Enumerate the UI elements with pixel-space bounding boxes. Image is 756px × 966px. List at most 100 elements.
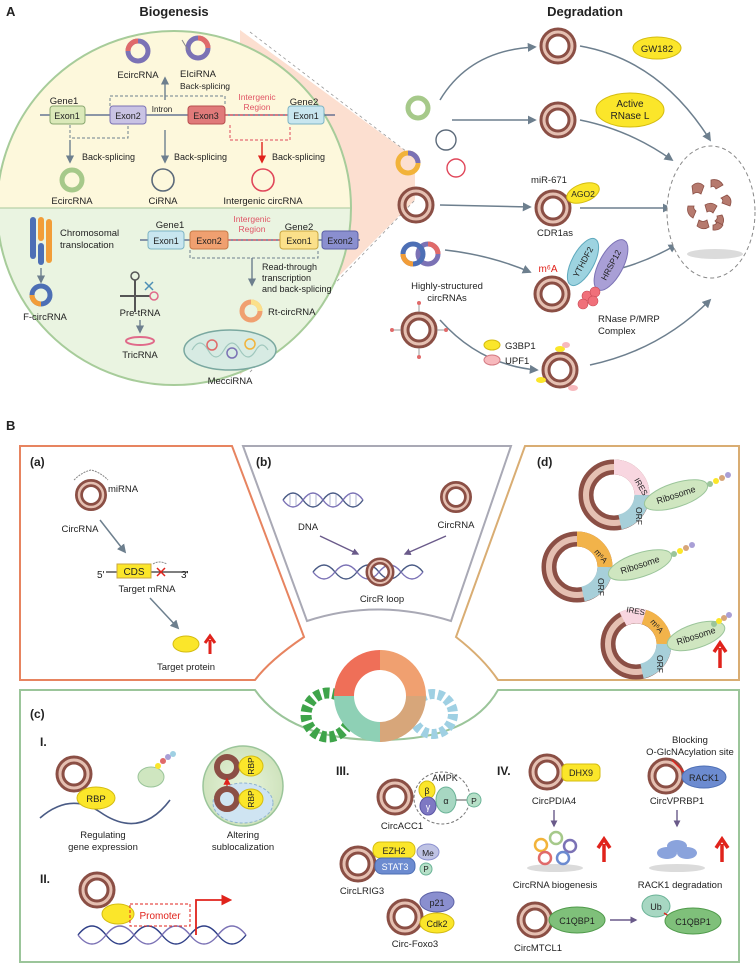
rnasep-l1: RNase P/MRP xyxy=(598,314,660,325)
c2-promoter-box xyxy=(129,903,191,927)
c1-cell-icon xyxy=(202,745,284,827)
a-target-protein-blob xyxy=(172,635,200,653)
readthrough-l2: transcription xyxy=(262,273,311,283)
tag-c: (c) xyxy=(30,707,45,721)
biogenesis-title: Biogenesis xyxy=(139,4,208,19)
c3-ezh2-label: EZH2 xyxy=(382,846,405,856)
c1-regulating-l1: Regulating xyxy=(80,830,125,841)
highly-structured-ring xyxy=(390,301,448,359)
c1-rbp-label-3: RBP xyxy=(246,790,256,808)
a-mirna-label: miRNA xyxy=(108,484,139,495)
c2-promoter-label: Promoter xyxy=(139,911,181,922)
a-target-protein: Target protein xyxy=(157,662,215,673)
intron-label: Intron xyxy=(152,105,172,114)
c4-ub-label: Ub xyxy=(650,902,662,912)
ecircrna-top-label: EcircRNA xyxy=(117,70,159,81)
c4-blocking-l1: Blocking xyxy=(672,735,708,746)
c3-stat3-box xyxy=(374,857,416,875)
gene2-exon1-box xyxy=(287,105,325,125)
rt-exon2-box xyxy=(189,230,229,250)
gene2-label-2: Gene2 xyxy=(285,222,314,233)
tag-d: (d) xyxy=(537,455,552,469)
c4-blocking-l2: O-GlcNAcylation site xyxy=(646,747,734,758)
c3-gamma-label: γ xyxy=(426,802,431,812)
c4-circvprbp1-label: CircVPRBP1 xyxy=(650,796,704,807)
d-peptide-2 xyxy=(671,542,695,557)
upf1-legend xyxy=(483,354,501,366)
upf1-label: UPF1 xyxy=(505,356,529,367)
c4-c1qbp1-blob-2 xyxy=(664,907,722,935)
ecircrna-icon xyxy=(59,167,85,193)
c2-yellow-blob xyxy=(101,903,135,925)
active-label: Active xyxy=(616,99,644,110)
d-ires-3: IRES xyxy=(626,605,646,617)
tricrna-icon xyxy=(125,336,155,346)
degradation-title: Degradation xyxy=(547,4,623,19)
rt-exon2-text: Exon2 xyxy=(196,236,222,246)
c-roman-4: IV. xyxy=(497,764,511,778)
zoom-line-top xyxy=(249,31,416,159)
rt-g2-exon2-text: Exon2 xyxy=(327,236,353,246)
c3-p2-dot xyxy=(419,862,433,876)
panel-b-label: B xyxy=(6,418,15,433)
c3-ampk-label: AMPK xyxy=(432,773,458,783)
deg-ring-1 xyxy=(539,27,577,65)
back-splicing-3: Back-splicing xyxy=(272,152,325,162)
cdr1as-label: CDR1as xyxy=(537,228,573,239)
c4-up-arrow-1 xyxy=(596,835,612,862)
d-orf-2: ORF xyxy=(596,578,606,596)
back-splicing-top-label: Back-splicing xyxy=(180,81,230,91)
gw182-label: GW182 xyxy=(641,44,673,55)
c4-rack1-degradation-label: RACK1 degradation xyxy=(638,880,723,891)
d-peptide-1 xyxy=(707,472,731,487)
c1-rna-ring xyxy=(55,755,93,793)
c4-dhx9-box xyxy=(561,763,601,782)
gw182-blob xyxy=(632,36,682,60)
c4-circmtcl1-label: CircMTCL1 xyxy=(514,943,562,954)
tricrna-label: TricRNA xyxy=(122,350,158,361)
rnasep-cluster xyxy=(577,286,601,310)
ecircrna-label: EcircRNA xyxy=(51,196,93,207)
highly-structured-l1: Highly-structured xyxy=(411,281,483,292)
b-circr-ring xyxy=(365,557,395,587)
intergenic-region-2-l1: Intergenic xyxy=(233,214,271,224)
exon2-text: Exon2 xyxy=(115,111,141,121)
c-roman-3: III. xyxy=(336,764,349,778)
rt-exon1-box xyxy=(147,230,185,250)
d-orf-3: ORF xyxy=(655,655,665,673)
c4-block-line xyxy=(671,759,687,775)
c1-rbp-label: RBP xyxy=(86,794,106,805)
c3-circacc1-label: CircACC1 xyxy=(381,821,423,832)
c4-rack1-fragments xyxy=(649,840,705,872)
c4-ub-blob xyxy=(641,894,671,918)
c4-c1qbp1-blob xyxy=(548,906,606,934)
c3-gamma xyxy=(419,796,437,816)
c3-circfoxo3-label: Circ-Foxo3 xyxy=(392,939,438,950)
central-gears xyxy=(300,650,458,743)
c3-p-label: P xyxy=(471,796,477,806)
rnasep-l2: Complex xyxy=(598,326,636,337)
a-three: 3' xyxy=(181,570,189,581)
readthrough-l1: Read-through xyxy=(262,262,317,272)
c4-circpdia4-label: CircPDIA4 xyxy=(532,796,576,807)
c3-p21-label: p21 xyxy=(429,898,444,908)
d-ribosome-3 xyxy=(666,620,726,652)
c4-mtcl1-ring xyxy=(516,901,554,939)
mitochondrion-icon xyxy=(183,329,277,371)
c1-altering-l2: sublocalization xyxy=(212,842,274,853)
exon3-text: Exon3 xyxy=(193,111,219,121)
a-circrna xyxy=(73,469,109,511)
splice-bracket-2 xyxy=(109,95,226,106)
c-roman-1: I. xyxy=(40,735,47,749)
exon1-text: Exon1 xyxy=(54,111,80,121)
gene1-label: Gene1 xyxy=(50,96,79,107)
c3-acc1-ring xyxy=(376,778,414,816)
rt-g2-exon2-box xyxy=(321,230,359,250)
cirna-label: CiRNA xyxy=(148,196,178,207)
c4-pdia4-ring xyxy=(528,753,566,791)
ago2-blob xyxy=(566,182,600,204)
elcirna-icon xyxy=(181,35,211,61)
deg-source-circles xyxy=(395,95,466,267)
gene2-label: Gene2 xyxy=(290,97,319,108)
